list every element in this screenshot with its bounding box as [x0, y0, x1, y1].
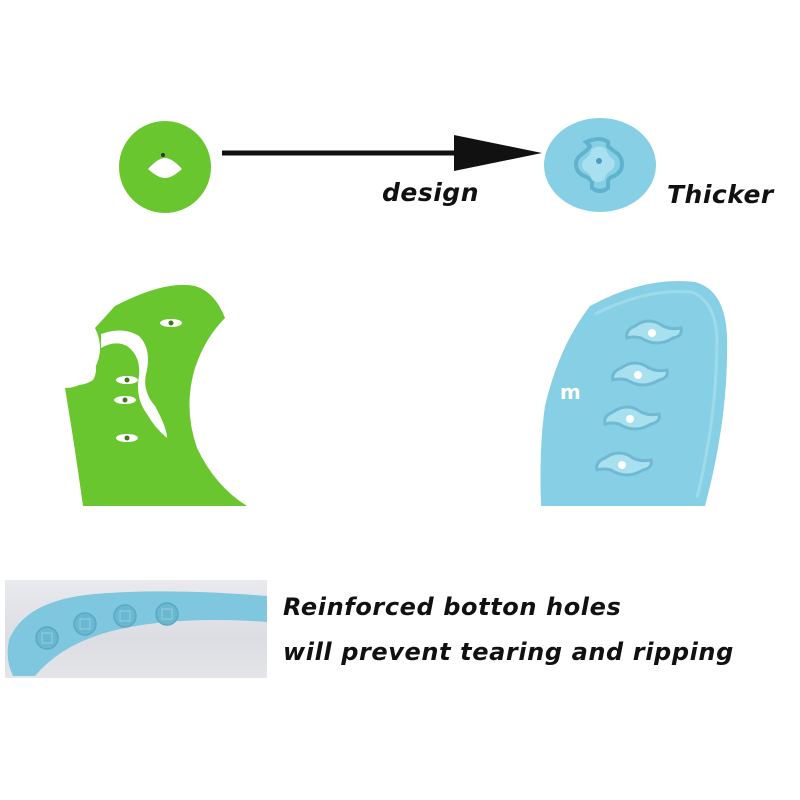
- green-snap-disc: [119, 121, 211, 213]
- right-arrow-icon: [222, 135, 542, 171]
- watermark-fragment: m: [560, 380, 581, 404]
- design-label: design: [382, 178, 479, 207]
- blue-snap-disc: [544, 118, 656, 212]
- bib-edge-illustration: [7, 591, 268, 676]
- reinforced-holes-caption: Reinforced botton holes: [283, 593, 622, 621]
- reinforced-buttons-photo: [5, 580, 268, 678]
- thicker-label: Thicker: [667, 180, 774, 209]
- prevent-tearing-caption: will prevent tearing and ripping: [283, 638, 734, 666]
- torn-green-bib: [63, 284, 247, 506]
- reinforced-blue-bib: [540, 281, 728, 506]
